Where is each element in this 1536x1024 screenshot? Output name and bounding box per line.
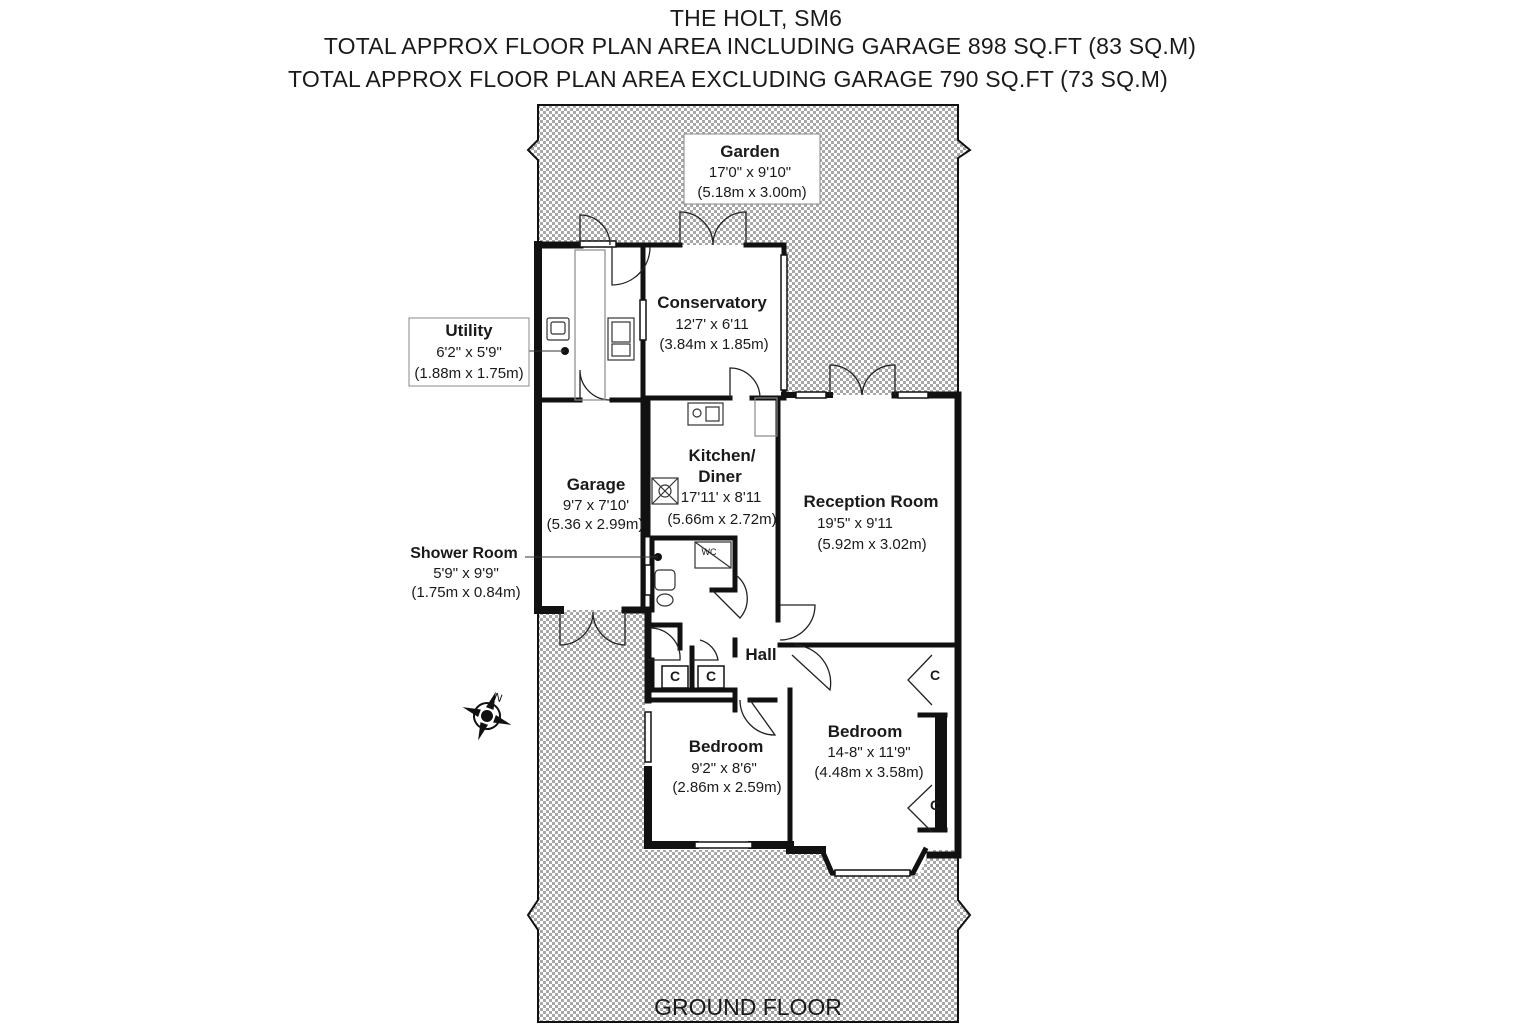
floor-label-text: GROUND FLOOR xyxy=(654,994,842,1020)
bedroom-chimney xyxy=(935,715,947,830)
reception-metric: (5.92m x 3.02m) xyxy=(817,536,926,553)
utility-imperial: 6'2" x 5'9" xyxy=(436,344,502,361)
cupboard-label: C xyxy=(930,667,940,683)
building-footprint xyxy=(538,245,958,873)
shower-metric: (1.75m x 0.84m) xyxy=(411,584,520,601)
area-excluding-garage: TOTAL APPROX FLOOR PLAN AREA EXCLUDING G… xyxy=(287,66,1168,92)
shower-imperial: 5'9" x 9'9" xyxy=(433,565,499,582)
plan-title: THE HOLT, SM6 xyxy=(669,5,843,31)
utility-metric: (1.88m x 1.75m) xyxy=(414,365,523,382)
kitchen-imperial: 17'11' x 8'11 xyxy=(681,489,762,506)
compass-north-label: N xyxy=(492,691,504,705)
interior-walls xyxy=(535,242,961,848)
compass-icon xyxy=(462,691,512,741)
garage-metric: (5.36 x 2.99m) xyxy=(547,516,644,533)
cupboard-label: C xyxy=(670,668,680,684)
bedroom1-metric: (2.86m x 2.59m) xyxy=(672,779,781,796)
cupboard-label: C xyxy=(930,797,940,813)
doors xyxy=(559,211,933,833)
garden-imperial: 17'0" x 9'10" xyxy=(709,164,791,181)
garden-label-box xyxy=(683,133,821,205)
garden-name: Garden xyxy=(720,142,780,161)
reception-name: Reception Room xyxy=(803,492,938,511)
shower-name: Shower Room xyxy=(410,545,518,562)
cupboard-outlines xyxy=(661,665,725,689)
garden-metric: (5.18m x 3.00m) xyxy=(697,184,806,201)
kitchen-metric: (5.66m x 2.72m) xyxy=(667,511,776,528)
kitchen-name-line2: Diner xyxy=(698,467,742,486)
conservatory-name: Conservatory xyxy=(657,293,767,312)
wc-label: WC xyxy=(702,547,717,557)
bedroom2-name: Bedroom xyxy=(828,722,903,741)
kitchen-name-line1: Kitchen/ xyxy=(688,446,755,465)
bedroom1-imperial: 9'2" x 8'6" xyxy=(691,760,757,777)
bedroom1-name: Bedroom xyxy=(689,737,764,756)
garage-name: Garage xyxy=(567,475,626,494)
conservatory-imperial: 12'7' x 6'11 xyxy=(675,316,748,333)
utility-name: Utility xyxy=(445,321,493,340)
hall-name: Hall xyxy=(745,645,776,664)
conservatory-metric: (3.84m x 1.85m) xyxy=(659,336,768,353)
utility-label-box xyxy=(408,317,530,387)
fixtures xyxy=(546,249,778,607)
area-including-garage: TOTAL APPROX FLOOR PLAN AREA INCLUDING G… xyxy=(323,33,1197,59)
bedroom2-metric: (4.48m x 3.58m) xyxy=(814,764,923,781)
reception-imperial: 19'5" x 9'11 xyxy=(817,515,893,532)
garage-imperial: 9'7 x 7'10' xyxy=(563,497,629,514)
windows xyxy=(579,240,929,877)
floor-label: GROUND FLOOR xyxy=(0,994,1536,1021)
bedroom2-imperial: 14-8" x 11'9" xyxy=(827,744,910,761)
cupboard-label: C xyxy=(706,668,716,684)
